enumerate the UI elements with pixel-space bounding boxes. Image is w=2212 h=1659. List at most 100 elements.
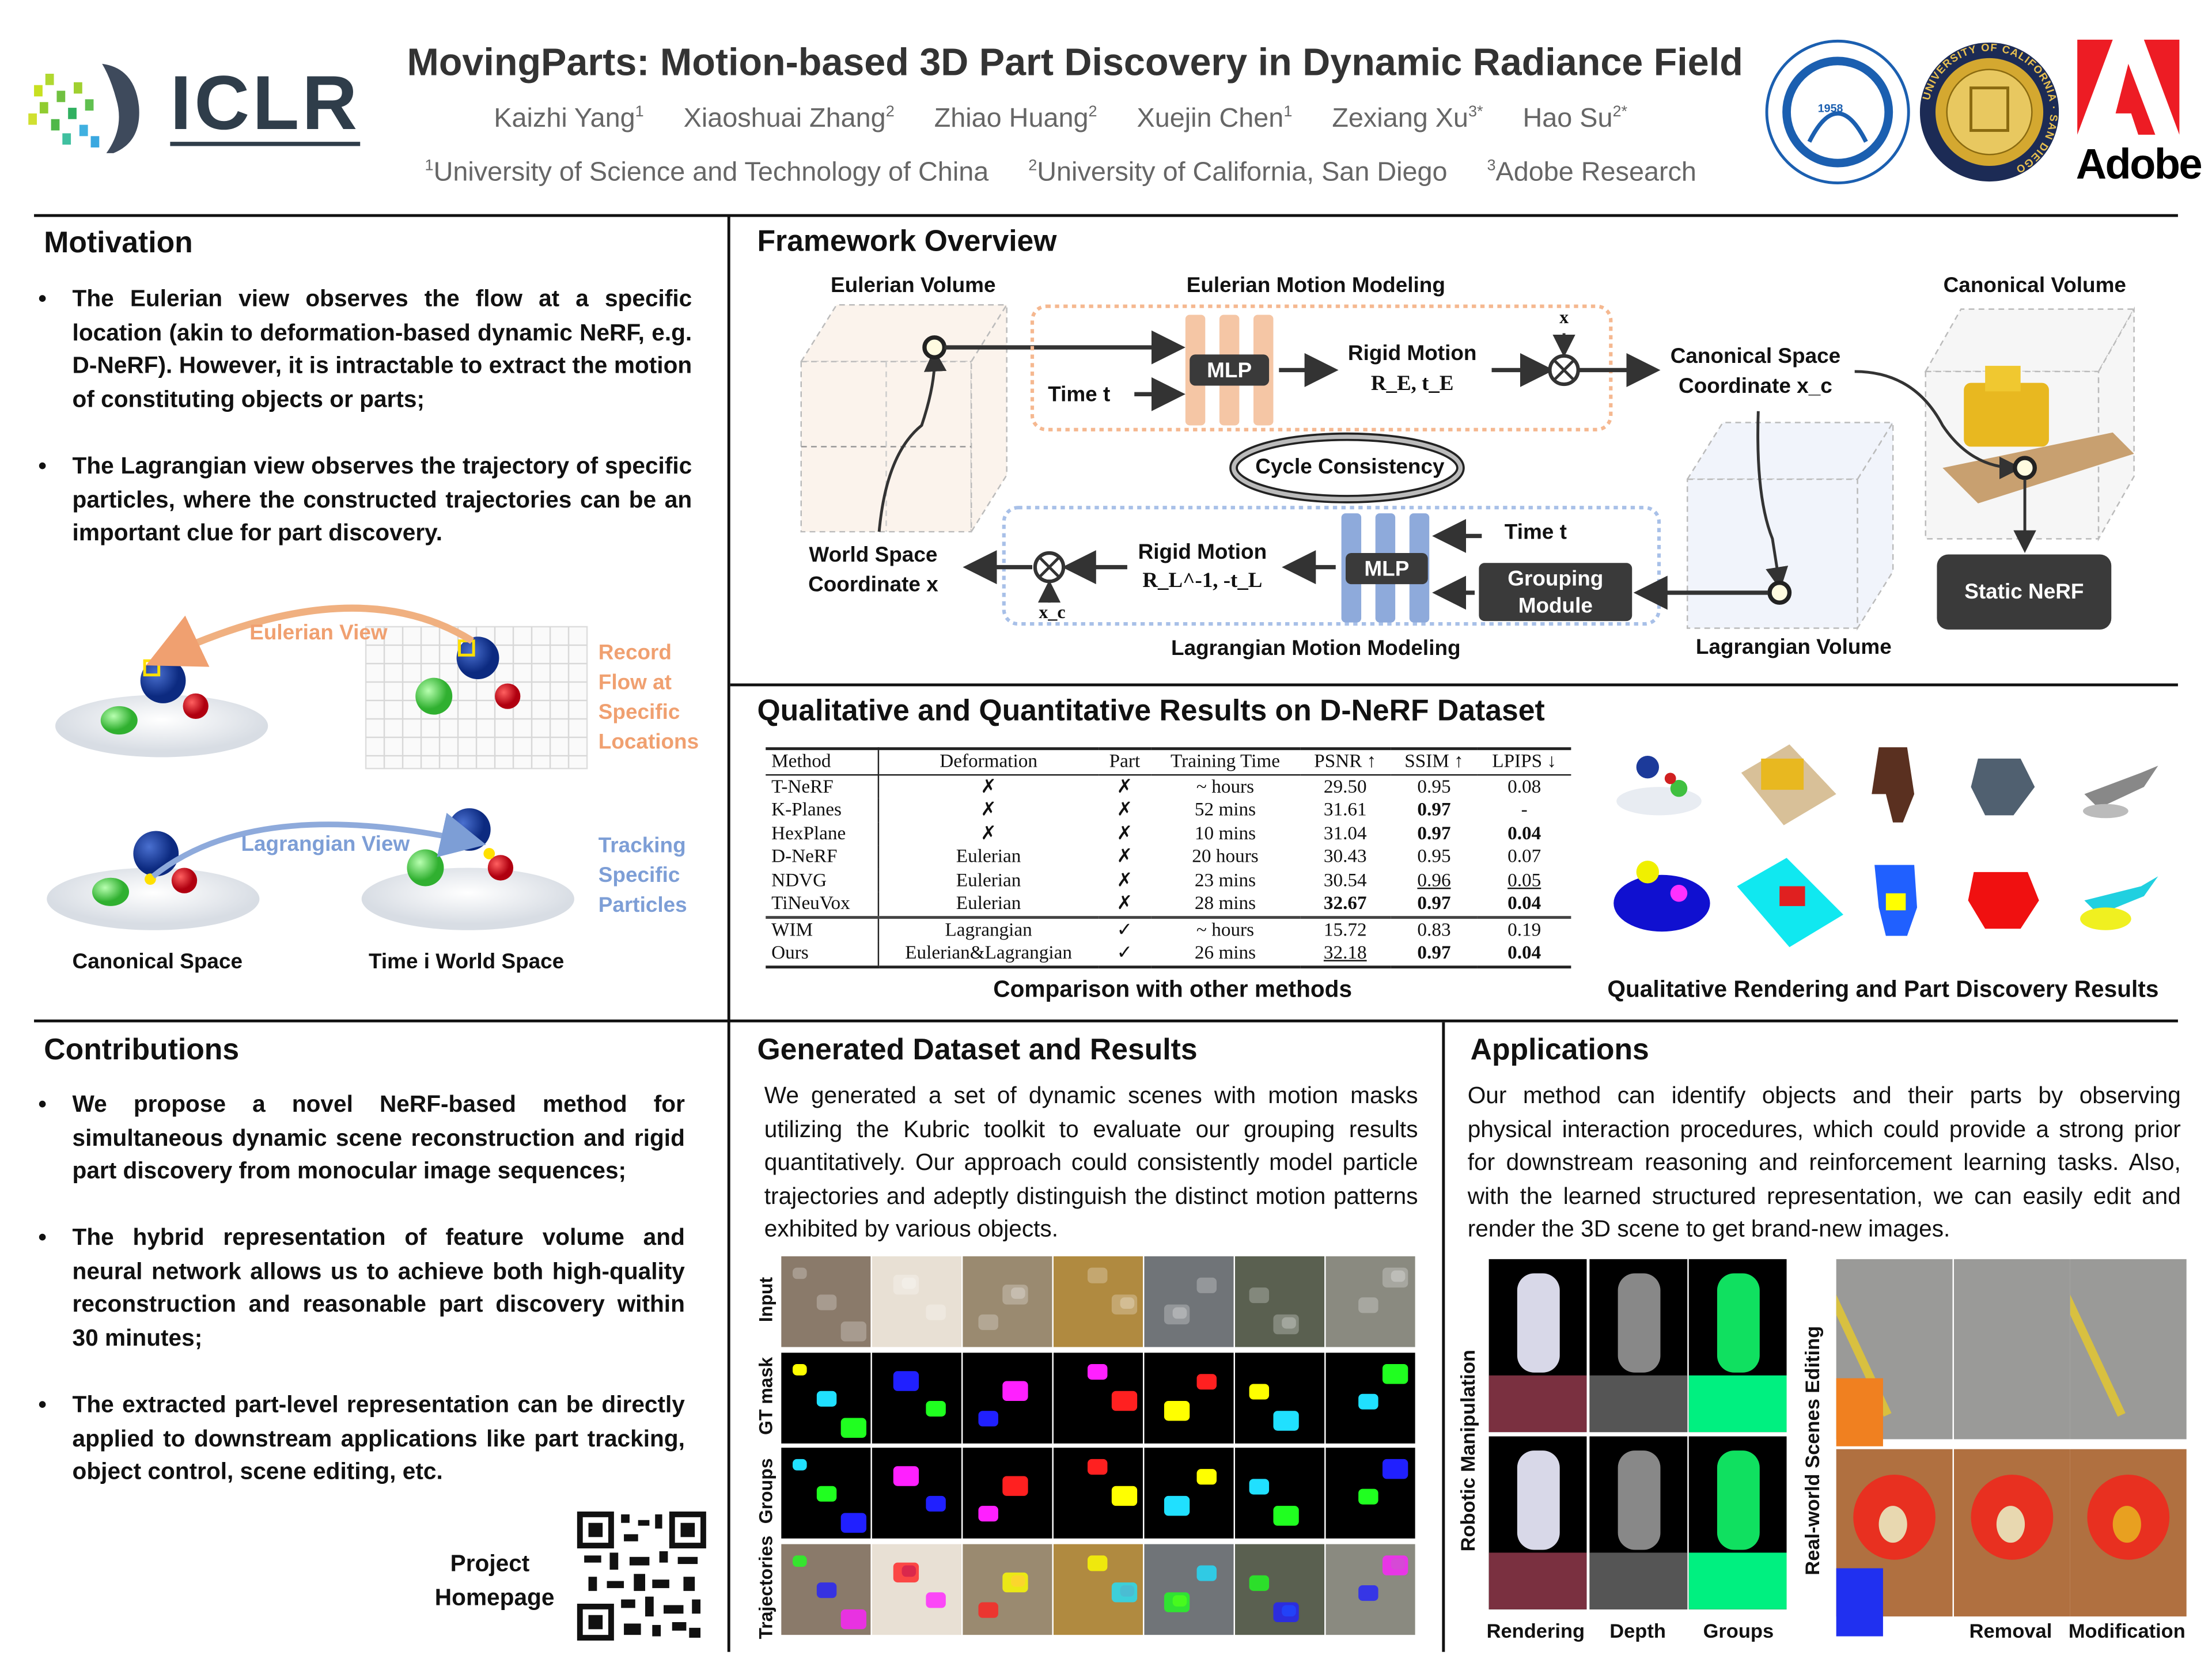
object-blob (926, 1495, 946, 1512)
object-blob (1382, 1459, 1408, 1479)
motivation-bullet: The Lagrangian view observes the traject… (38, 451, 692, 551)
applications-text: Our method can identify objects and thei… (1467, 1083, 2181, 1243)
robot-arm (1618, 1273, 1661, 1373)
header-divider (34, 214, 2178, 217)
table-cell: 32.67 (1323, 892, 1367, 914)
author: Kaizhi Yang1 (494, 103, 644, 134)
robotic-column-label: Groups (1703, 1619, 1774, 1642)
label-line: World Space (809, 543, 938, 567)
dataset-image (1234, 1353, 1325, 1444)
eulerian-motion-modeling-label: Eulerian Motion Modeling (1186, 274, 1445, 298)
table-cell: 0.97 (1417, 821, 1451, 843)
eulerian-note-line: Specific (598, 700, 680, 725)
column-divider-right (1442, 1022, 1445, 1652)
dataset-image (781, 1448, 871, 1539)
table-cell: ~ hours (1150, 915, 1300, 942)
object-blob (1172, 1307, 1187, 1319)
world-space-label: Time i World Space (368, 950, 565, 975)
object-blob (1273, 1314, 1299, 1335)
column-header: SSIM ↑ (1391, 748, 1478, 775)
lagrangian-motion-modeling-label: Lagrangian Motion Modeling (1171, 637, 1461, 661)
dataset-image (1053, 1256, 1143, 1347)
label-line: Homepage (434, 1585, 555, 1611)
table-cell: 0.97 (1391, 941, 1478, 968)
lagrangian-rigid-motion-label: Rigid Motion (1138, 540, 1267, 565)
author: Zexiang Xu3* (1332, 103, 1483, 134)
column-header: Deformation (877, 748, 1099, 775)
object-blob (816, 1294, 837, 1310)
object-blob (1358, 1488, 1378, 1505)
dataset-image (1325, 1448, 1415, 1539)
table-cell: ✗ (980, 775, 997, 797)
dataset-image (963, 1256, 1052, 1347)
table-cell: 52 mins (1194, 798, 1256, 820)
object-blob (1087, 1363, 1108, 1380)
lagrangian-volume-label: Lagrangian Volume (1695, 635, 1892, 660)
table-cell: T-NeRF (766, 774, 879, 798)
robotic-image (1589, 1259, 1688, 1433)
dataset-text: We generated a set of dynamic scenes wit… (764, 1083, 1418, 1243)
dataset-image (1234, 1256, 1325, 1347)
lagrangian-rigid-motion-params: R_L^-1, -t_L (1142, 570, 1263, 593)
applications-heading: Applications (1470, 1033, 1649, 1067)
lagrangian-mlp-block: MLP (1345, 552, 1428, 585)
realworld-image (2070, 1259, 2187, 1440)
label-line: Canonical Space (1670, 344, 1841, 369)
table-cell: ✗ (1116, 892, 1133, 914)
object-blob (840, 1609, 866, 1630)
dataset-image (1053, 1544, 1143, 1635)
table-cell: ~ hours (1196, 775, 1255, 797)
canonical-space-label: Canonical Space (72, 950, 243, 975)
object-blob (1164, 1400, 1190, 1421)
object-blob (926, 1592, 946, 1608)
realworld-image (2070, 1449, 2187, 1617)
table-surface (1488, 1552, 1587, 1609)
affiliation: 1University of Science and Technology of… (425, 157, 989, 188)
object-blob (1087, 1267, 1108, 1283)
adobe-logo (2077, 39, 2180, 135)
ustc-logo-year: 1958 (1817, 102, 1843, 115)
dataset-image (1144, 1256, 1234, 1347)
lagrangian-note-line: Tracking (598, 834, 686, 858)
table-cell: HexPlane (766, 821, 879, 846)
eulerian-note-line: Locations (598, 730, 699, 755)
object-blob (1249, 1384, 1270, 1400)
object-blob (1120, 1297, 1135, 1309)
table-cell: 31.04 (1323, 821, 1367, 843)
table-cell: NDVG (766, 868, 879, 892)
adobe-logo-text: Adobe (2075, 142, 2203, 189)
iclr-logo-pixels (28, 63, 139, 153)
table-cell: 10 mins (1194, 821, 1256, 843)
eulerian-time-label: Time t (1048, 382, 1111, 407)
egg (1878, 1506, 1907, 1543)
table-cell: 0.08 (1508, 775, 1541, 797)
table-cell: 0.97 (1417, 892, 1451, 914)
lagrangian-note-line: Specific (598, 863, 680, 888)
object-blob (1002, 1572, 1028, 1593)
table-cell: Eulerian&Lagrangian (877, 941, 1099, 968)
table-caption: Comparison with other methods (993, 976, 1353, 1003)
framework-diagram (800, 302, 2135, 631)
table-surface (1589, 1375, 1688, 1433)
robot-arm (1517, 1273, 1560, 1373)
affiliation-list: 1University of Science and Technology of… (383, 157, 1738, 189)
realworld-column-label: Modification (2068, 1619, 2186, 1642)
label-line: Module (1518, 593, 1593, 618)
static-nerf-block: Static NeRF (1937, 554, 2112, 630)
contributions-heading: Contributions (44, 1033, 240, 1067)
object-blob (1358, 1393, 1378, 1410)
table-cell: ✓ (1099, 941, 1151, 968)
table-cell: 0.83 (1391, 915, 1478, 942)
dataset-image (1144, 1353, 1234, 1444)
table-surface (1488, 1375, 1587, 1433)
egg (2112, 1506, 2141, 1543)
object-blob (840, 1418, 866, 1438)
affiliation: 2University of California, San Diego (1028, 157, 1448, 188)
lagrangian-note-line: Particles (598, 893, 687, 918)
author: Xuejin Chen1 (1137, 103, 1293, 134)
robotic-manipulation-label: Robotic Manipulation (1456, 1349, 1479, 1552)
